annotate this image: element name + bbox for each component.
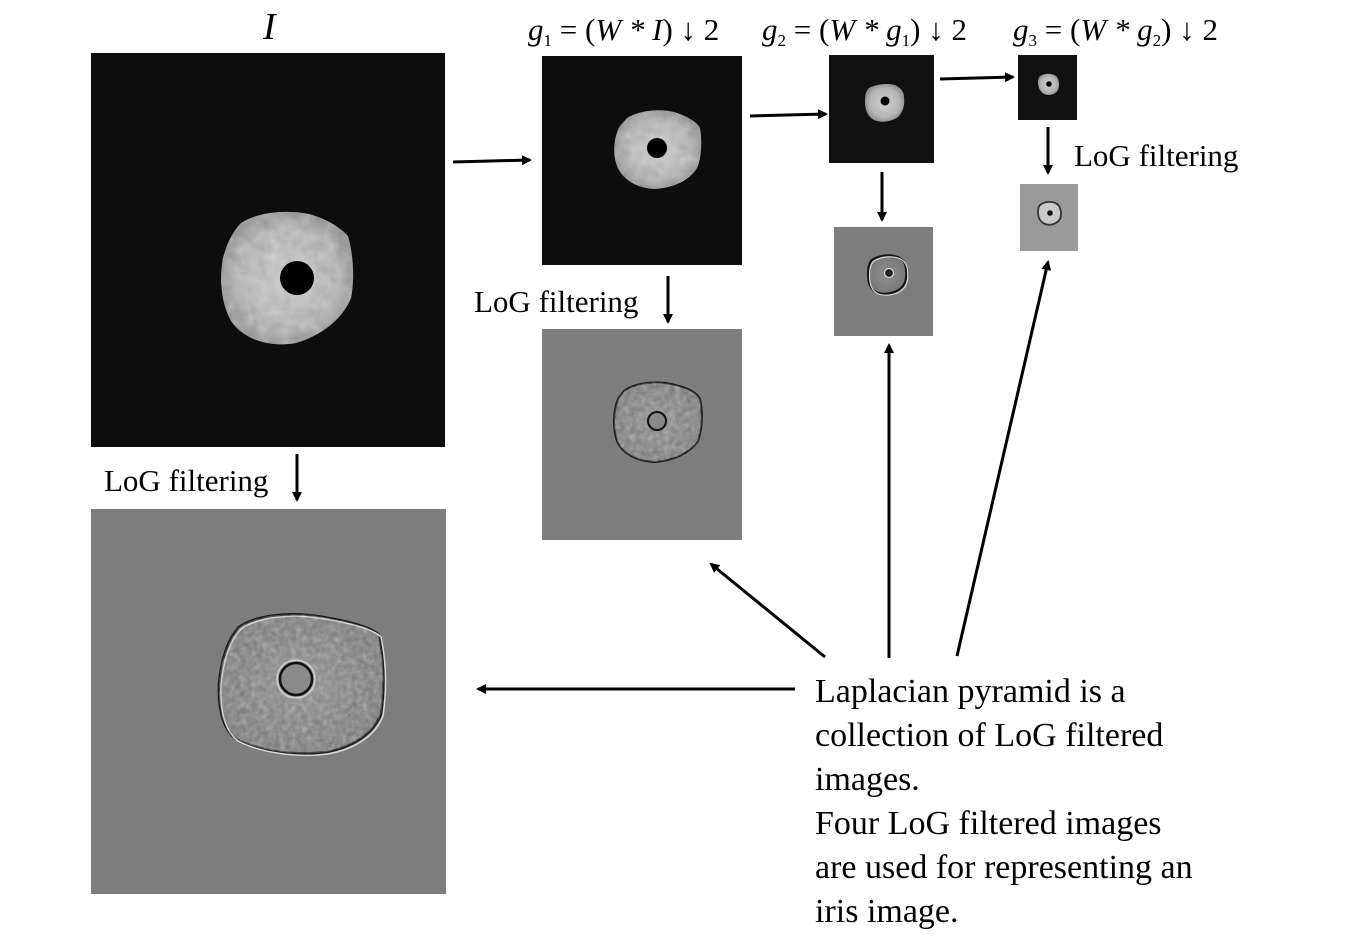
log-original-image xyxy=(91,509,446,894)
caption-text: Laplacian pyramid is a collection of LoG… xyxy=(815,670,1255,934)
g2-formula: g2 = (W * g1) ↓ 2 xyxy=(762,12,967,50)
pointer-to-log-g1 xyxy=(709,562,826,659)
log-g2-image xyxy=(834,227,933,336)
caption-line: Laplacian pyramid is a xyxy=(815,673,1126,710)
g1-formula: g1 = (W * I) ↓ 2 xyxy=(528,12,720,50)
log-g1-image xyxy=(542,329,742,540)
arrow-original-to-g1 xyxy=(452,155,532,166)
log-filtering-label-g3: LoG filtering xyxy=(1074,138,1239,173)
caption-line: Four LoG filtered images xyxy=(815,805,1162,842)
log-filtering-label-original: LoG filtering xyxy=(104,463,269,498)
log-filtering-label-g1: LoG filtering xyxy=(474,284,639,319)
g1-image xyxy=(542,56,742,265)
arrow-g2-to-g3 xyxy=(939,72,1015,83)
original-image-label: I xyxy=(263,6,276,48)
original-iris-image xyxy=(91,53,445,447)
caption-line: iris image. xyxy=(815,893,959,930)
g3-image xyxy=(1018,55,1077,120)
g2-image xyxy=(829,55,934,163)
g3-formula: g3 = (W * g2) ↓ 2 xyxy=(1013,12,1218,50)
pointer-to-log-g3 xyxy=(955,260,1052,657)
arrow-g1-to-g2 xyxy=(749,109,828,120)
caption-line: are used for representing an xyxy=(815,849,1193,886)
caption-line: collection of LoG filtered xyxy=(815,717,1164,754)
log-g3-image xyxy=(1020,184,1078,251)
caption-line: images. xyxy=(815,761,920,798)
